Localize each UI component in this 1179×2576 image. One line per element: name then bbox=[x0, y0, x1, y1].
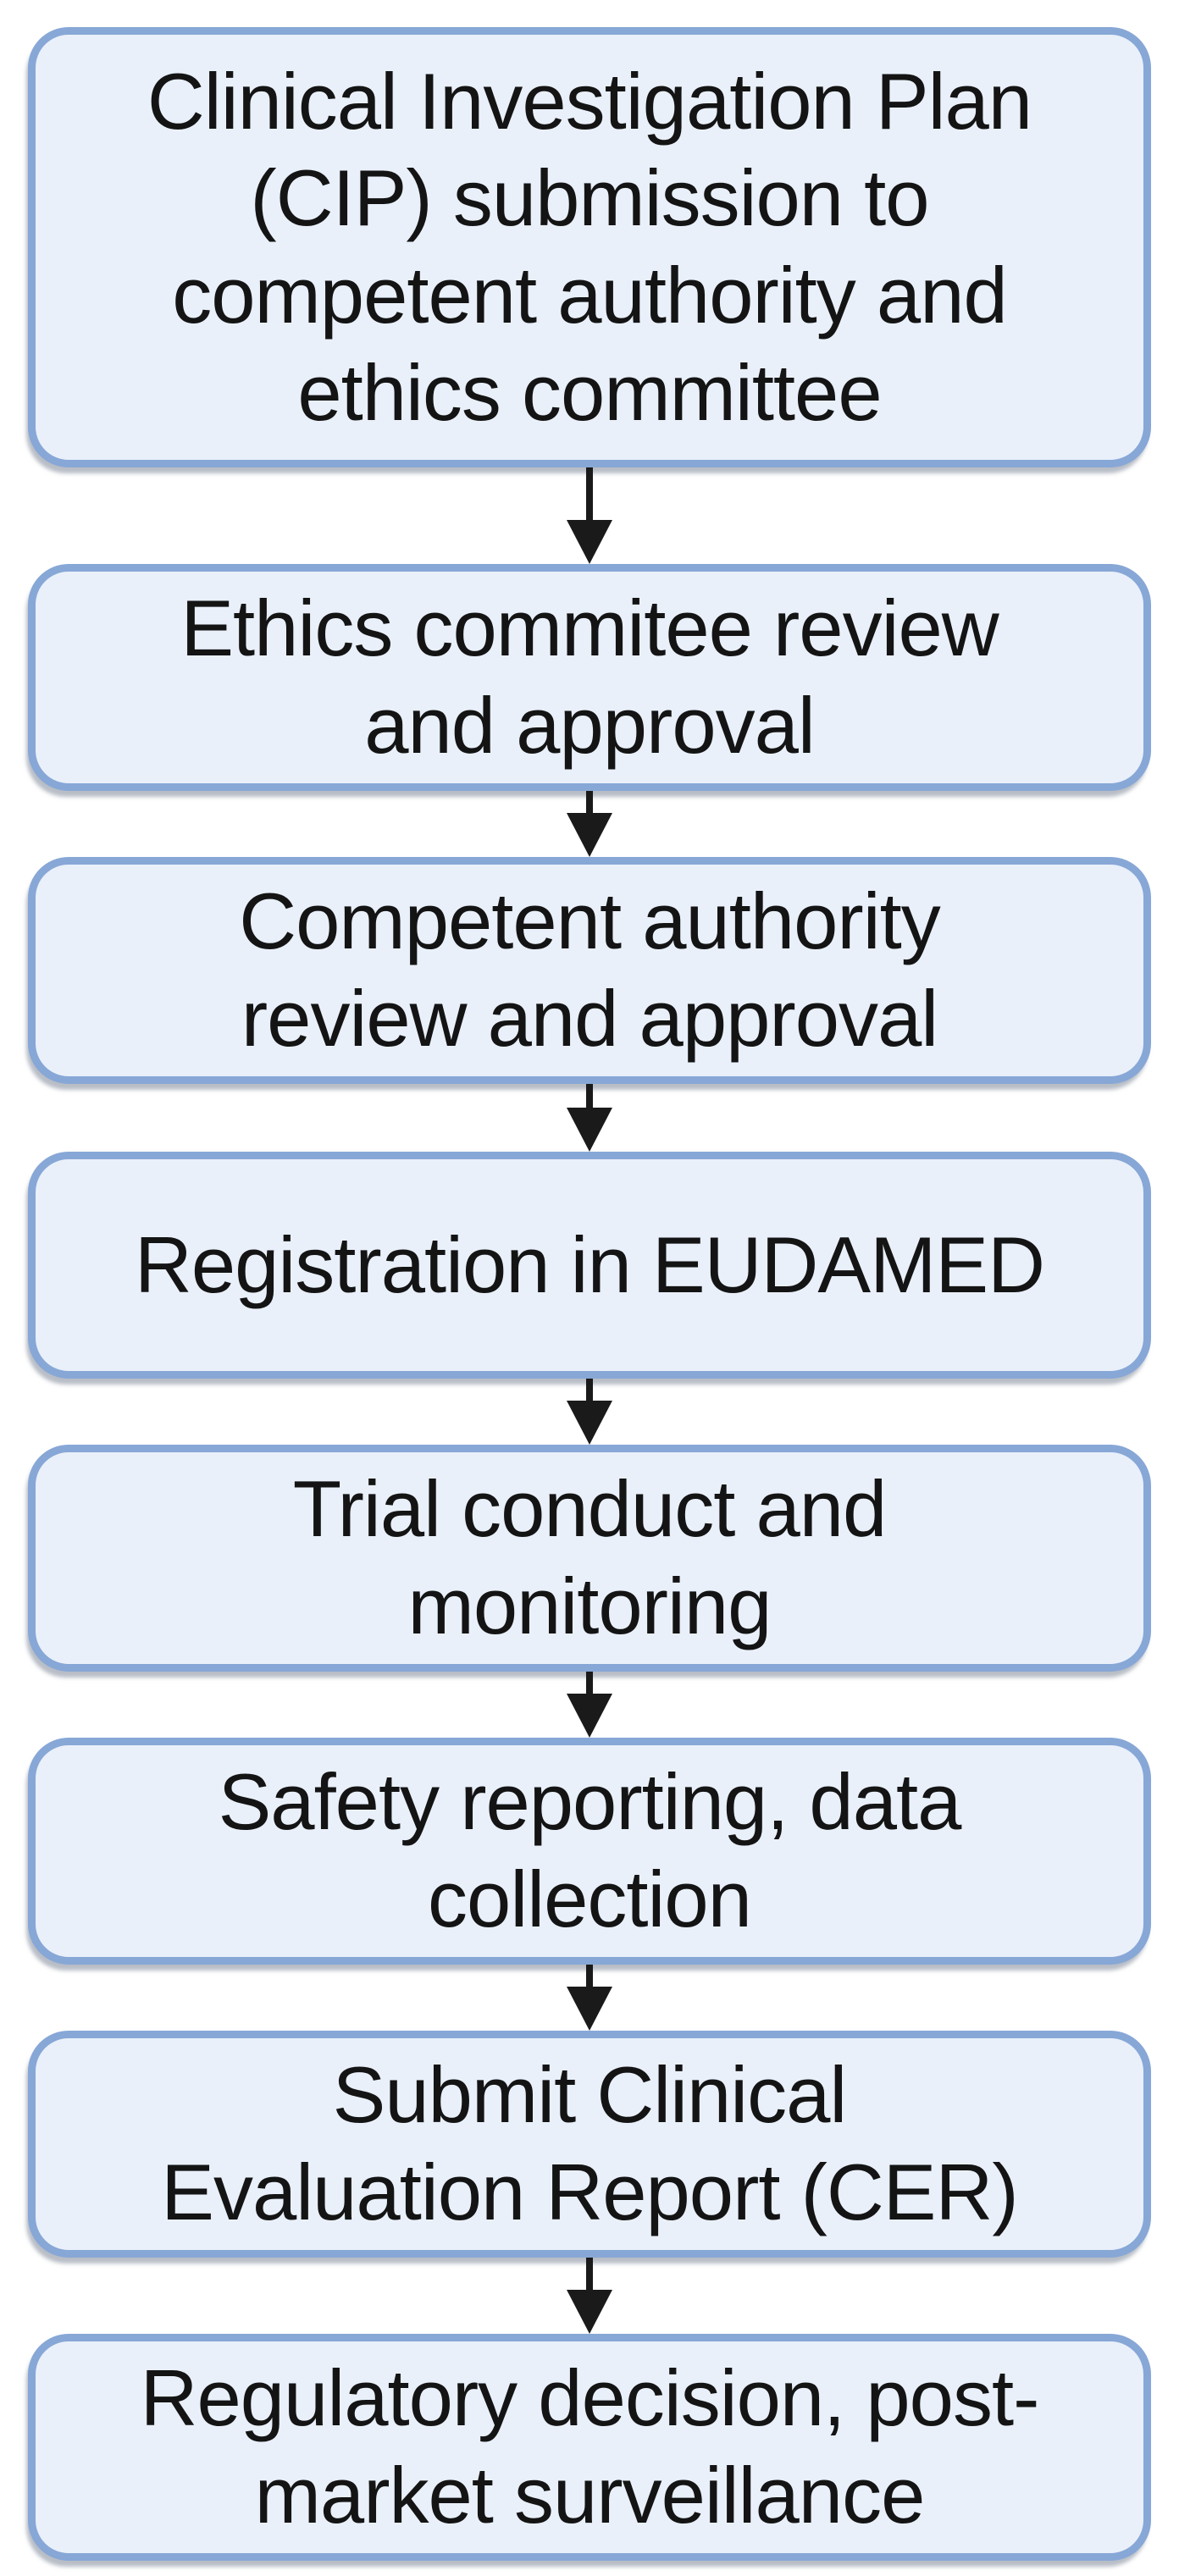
flow-step-label: Ethics commitee review and approval bbox=[180, 583, 999, 770]
down-arrow bbox=[28, 2258, 1151, 2334]
arrow-head-icon bbox=[567, 520, 612, 564]
flow-step-ethics-review: Ethics commitee review and approval bbox=[28, 564, 1151, 791]
arrow-shaft bbox=[586, 1379, 593, 1412]
arrow-head-icon bbox=[567, 1108, 612, 1152]
down-arrow bbox=[28, 467, 1151, 564]
arrow-head-icon bbox=[567, 1401, 612, 1445]
flow-step-cip-submission: Clinical Investigation Plan (CIP) submis… bbox=[28, 27, 1151, 467]
flow-step-label: Clinical Investigation Plan (CIP) submis… bbox=[147, 56, 1032, 437]
arrow-head-icon bbox=[567, 1987, 612, 2031]
down-arrow bbox=[28, 791, 1151, 857]
flow-step-competent-authority-review: Competent authority review and approval bbox=[28, 857, 1151, 1084]
down-arrow bbox=[28, 1379, 1151, 1445]
flow-step-regulatory-decision: Regulatory decision, post- market survei… bbox=[28, 2334, 1151, 2561]
down-arrow bbox=[28, 1965, 1151, 2031]
arrow-shaft bbox=[586, 467, 593, 532]
arrow-head-icon bbox=[567, 1694, 612, 1738]
flow-step-label: Competent authority review and approval bbox=[239, 876, 940, 1063]
down-arrow bbox=[28, 1084, 1151, 1152]
down-arrow bbox=[28, 1672, 1151, 1738]
flow-step-label: Regulatory decision, post- market survei… bbox=[140, 2353, 1040, 2540]
arrow-shaft bbox=[586, 791, 593, 825]
arrow-shaft bbox=[586, 2258, 593, 2302]
arrow-shaft bbox=[586, 1672, 593, 1705]
flow-step-label: Submit Clinical Evaluation Report (CER) bbox=[161, 2050, 1018, 2236]
flow-step-submit-cer: Submit Clinical Evaluation Report (CER) bbox=[28, 2031, 1151, 2258]
arrow-shaft bbox=[586, 1084, 593, 1119]
flow-step-label: Registration in EUDAMED bbox=[134, 1219, 1045, 1309]
flow-step-label: Trial conduct and monitoring bbox=[292, 1464, 888, 1650]
arrow-head-icon bbox=[567, 2290, 612, 2334]
flow-step-trial-conduct: Trial conduct and monitoring bbox=[28, 1445, 1151, 1672]
flow-step-eudamed-registration: Registration in EUDAMED bbox=[28, 1152, 1151, 1379]
flow-step-label: Safety reporting, data collection bbox=[218, 1757, 962, 1943]
arrow-head-icon bbox=[567, 813, 612, 857]
arrow-shaft bbox=[586, 1965, 593, 1998]
flow-step-safety-reporting: Safety reporting, data collection bbox=[28, 1738, 1151, 1965]
